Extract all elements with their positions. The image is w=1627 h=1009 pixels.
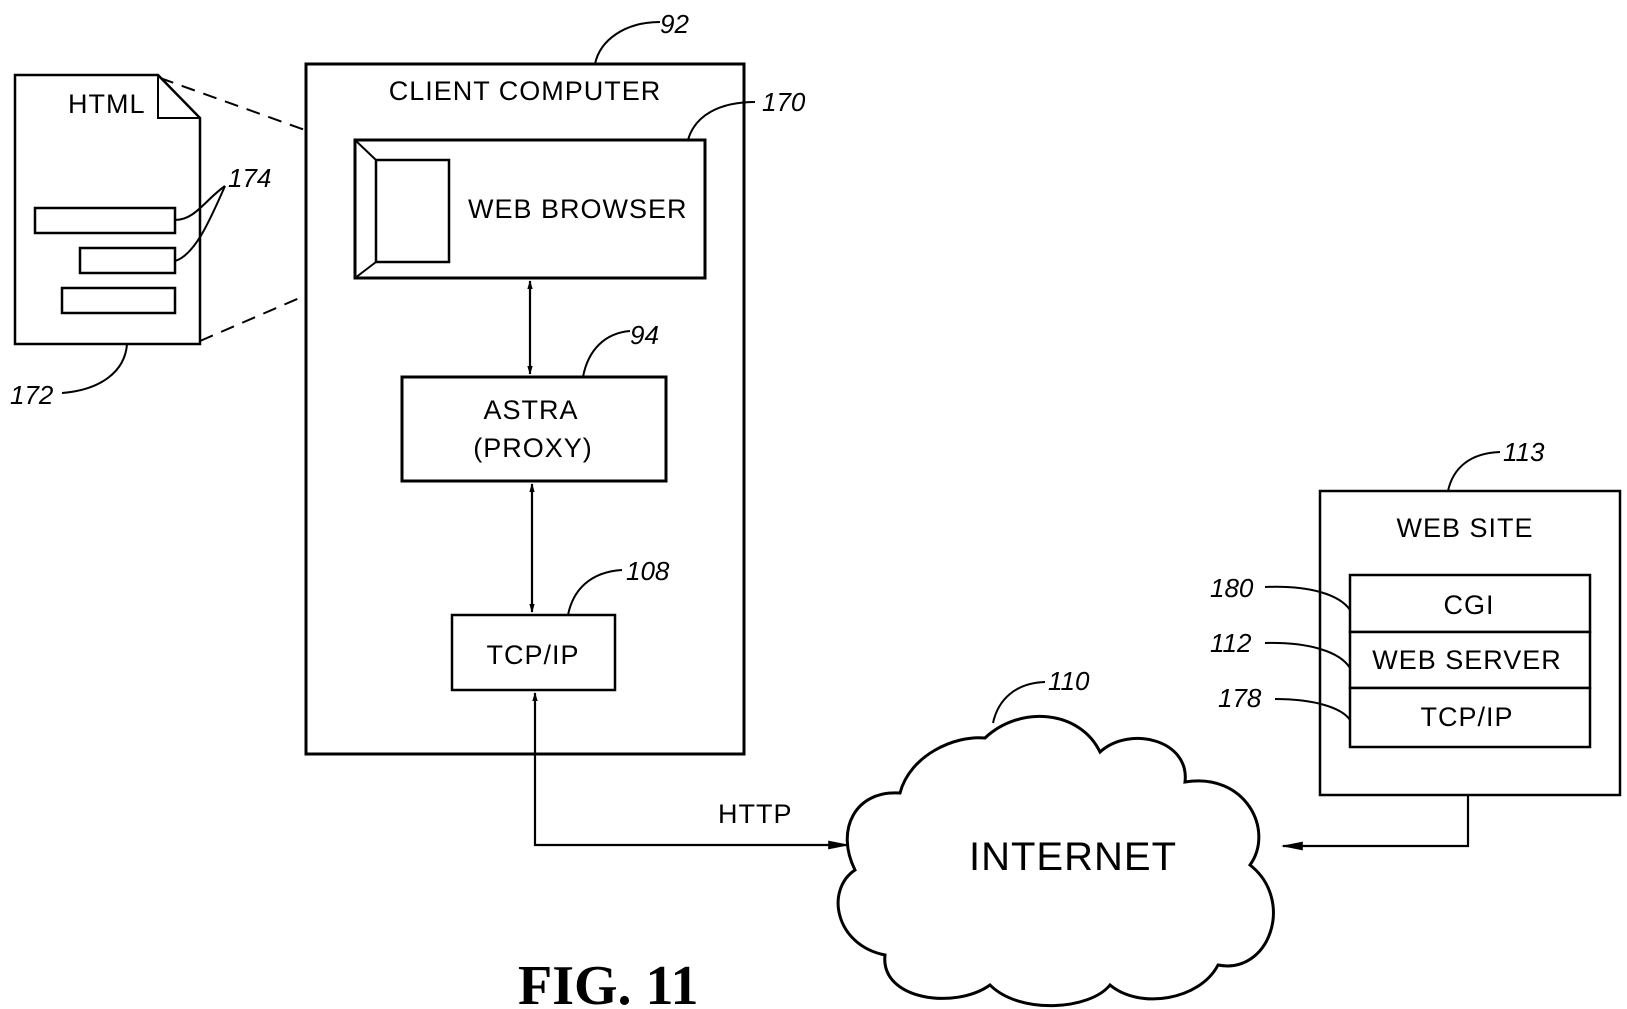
ref-178: 178 — [1218, 683, 1262, 713]
client-tcpip-box: TCP/IP — [450, 613, 617, 692]
internet-label: INTERNET — [969, 835, 1177, 879]
ref-180: 180 — [1210, 573, 1254, 603]
ref-112: 112 — [1210, 628, 1252, 658]
leader-line — [61, 343, 128, 394]
web-browser-box: WEB BROWSER — [353, 138, 707, 280]
ref-113: 113 — [1503, 437, 1545, 467]
ref-94: 94 — [630, 320, 659, 350]
html-item-bar — [60, 286, 177, 315]
cgi-label: CGI — [1443, 590, 1494, 620]
html-label: HTML — [68, 89, 146, 119]
client-computer-label: CLIENT COMPUTER — [389, 76, 662, 106]
ref-92: 92 — [660, 9, 689, 39]
proxy-label: (PROXY) — [473, 433, 593, 463]
leader-line — [1447, 451, 1501, 492]
html-item-bar — [78, 246, 177, 275]
html-item-bar — [33, 206, 177, 235]
web-server-label: WEB SERVER — [1372, 645, 1562, 675]
leader-line — [1264, 585, 1351, 611]
html-document: HTML — [13, 73, 202, 346]
leader-line — [582, 330, 631, 378]
ref-110: 110 — [1048, 666, 1090, 696]
ref-108: 108 — [626, 556, 670, 586]
astra-label: ASTRA — [483, 395, 578, 425]
internet-cloud: INTERNET — [836, 714, 1275, 1008]
leader-line — [174, 185, 226, 262]
http-label: HTTP — [718, 799, 793, 829]
ref-172: 172 — [10, 380, 54, 410]
leader-line — [594, 21, 661, 65]
http-connection — [532, 692, 851, 850]
leader-line — [567, 569, 623, 616]
web-browser-label: WEB BROWSER — [468, 194, 688, 224]
leader-line — [992, 681, 1046, 724]
web-site-box: WEB SITE CGI WEB SERVER TCP/IP — [1318, 489, 1622, 797]
web-site-label: WEB SITE — [1396, 513, 1533, 543]
site-tcpip-label: TCP/IP — [1420, 702, 1513, 732]
leader-line — [1274, 698, 1351, 721]
figure-label: FIG. 11 — [518, 955, 698, 1009]
leader-line — [1264, 641, 1351, 669]
ref-174: 174 — [228, 163, 271, 193]
leader-line — [174, 185, 226, 221]
ref-170: 170 — [762, 87, 806, 117]
client-tcpip-label: TCP/IP — [486, 640, 579, 670]
astra-proxy-box: ASTRA (PROXY) — [400, 375, 668, 483]
leader-line — [687, 101, 756, 141]
